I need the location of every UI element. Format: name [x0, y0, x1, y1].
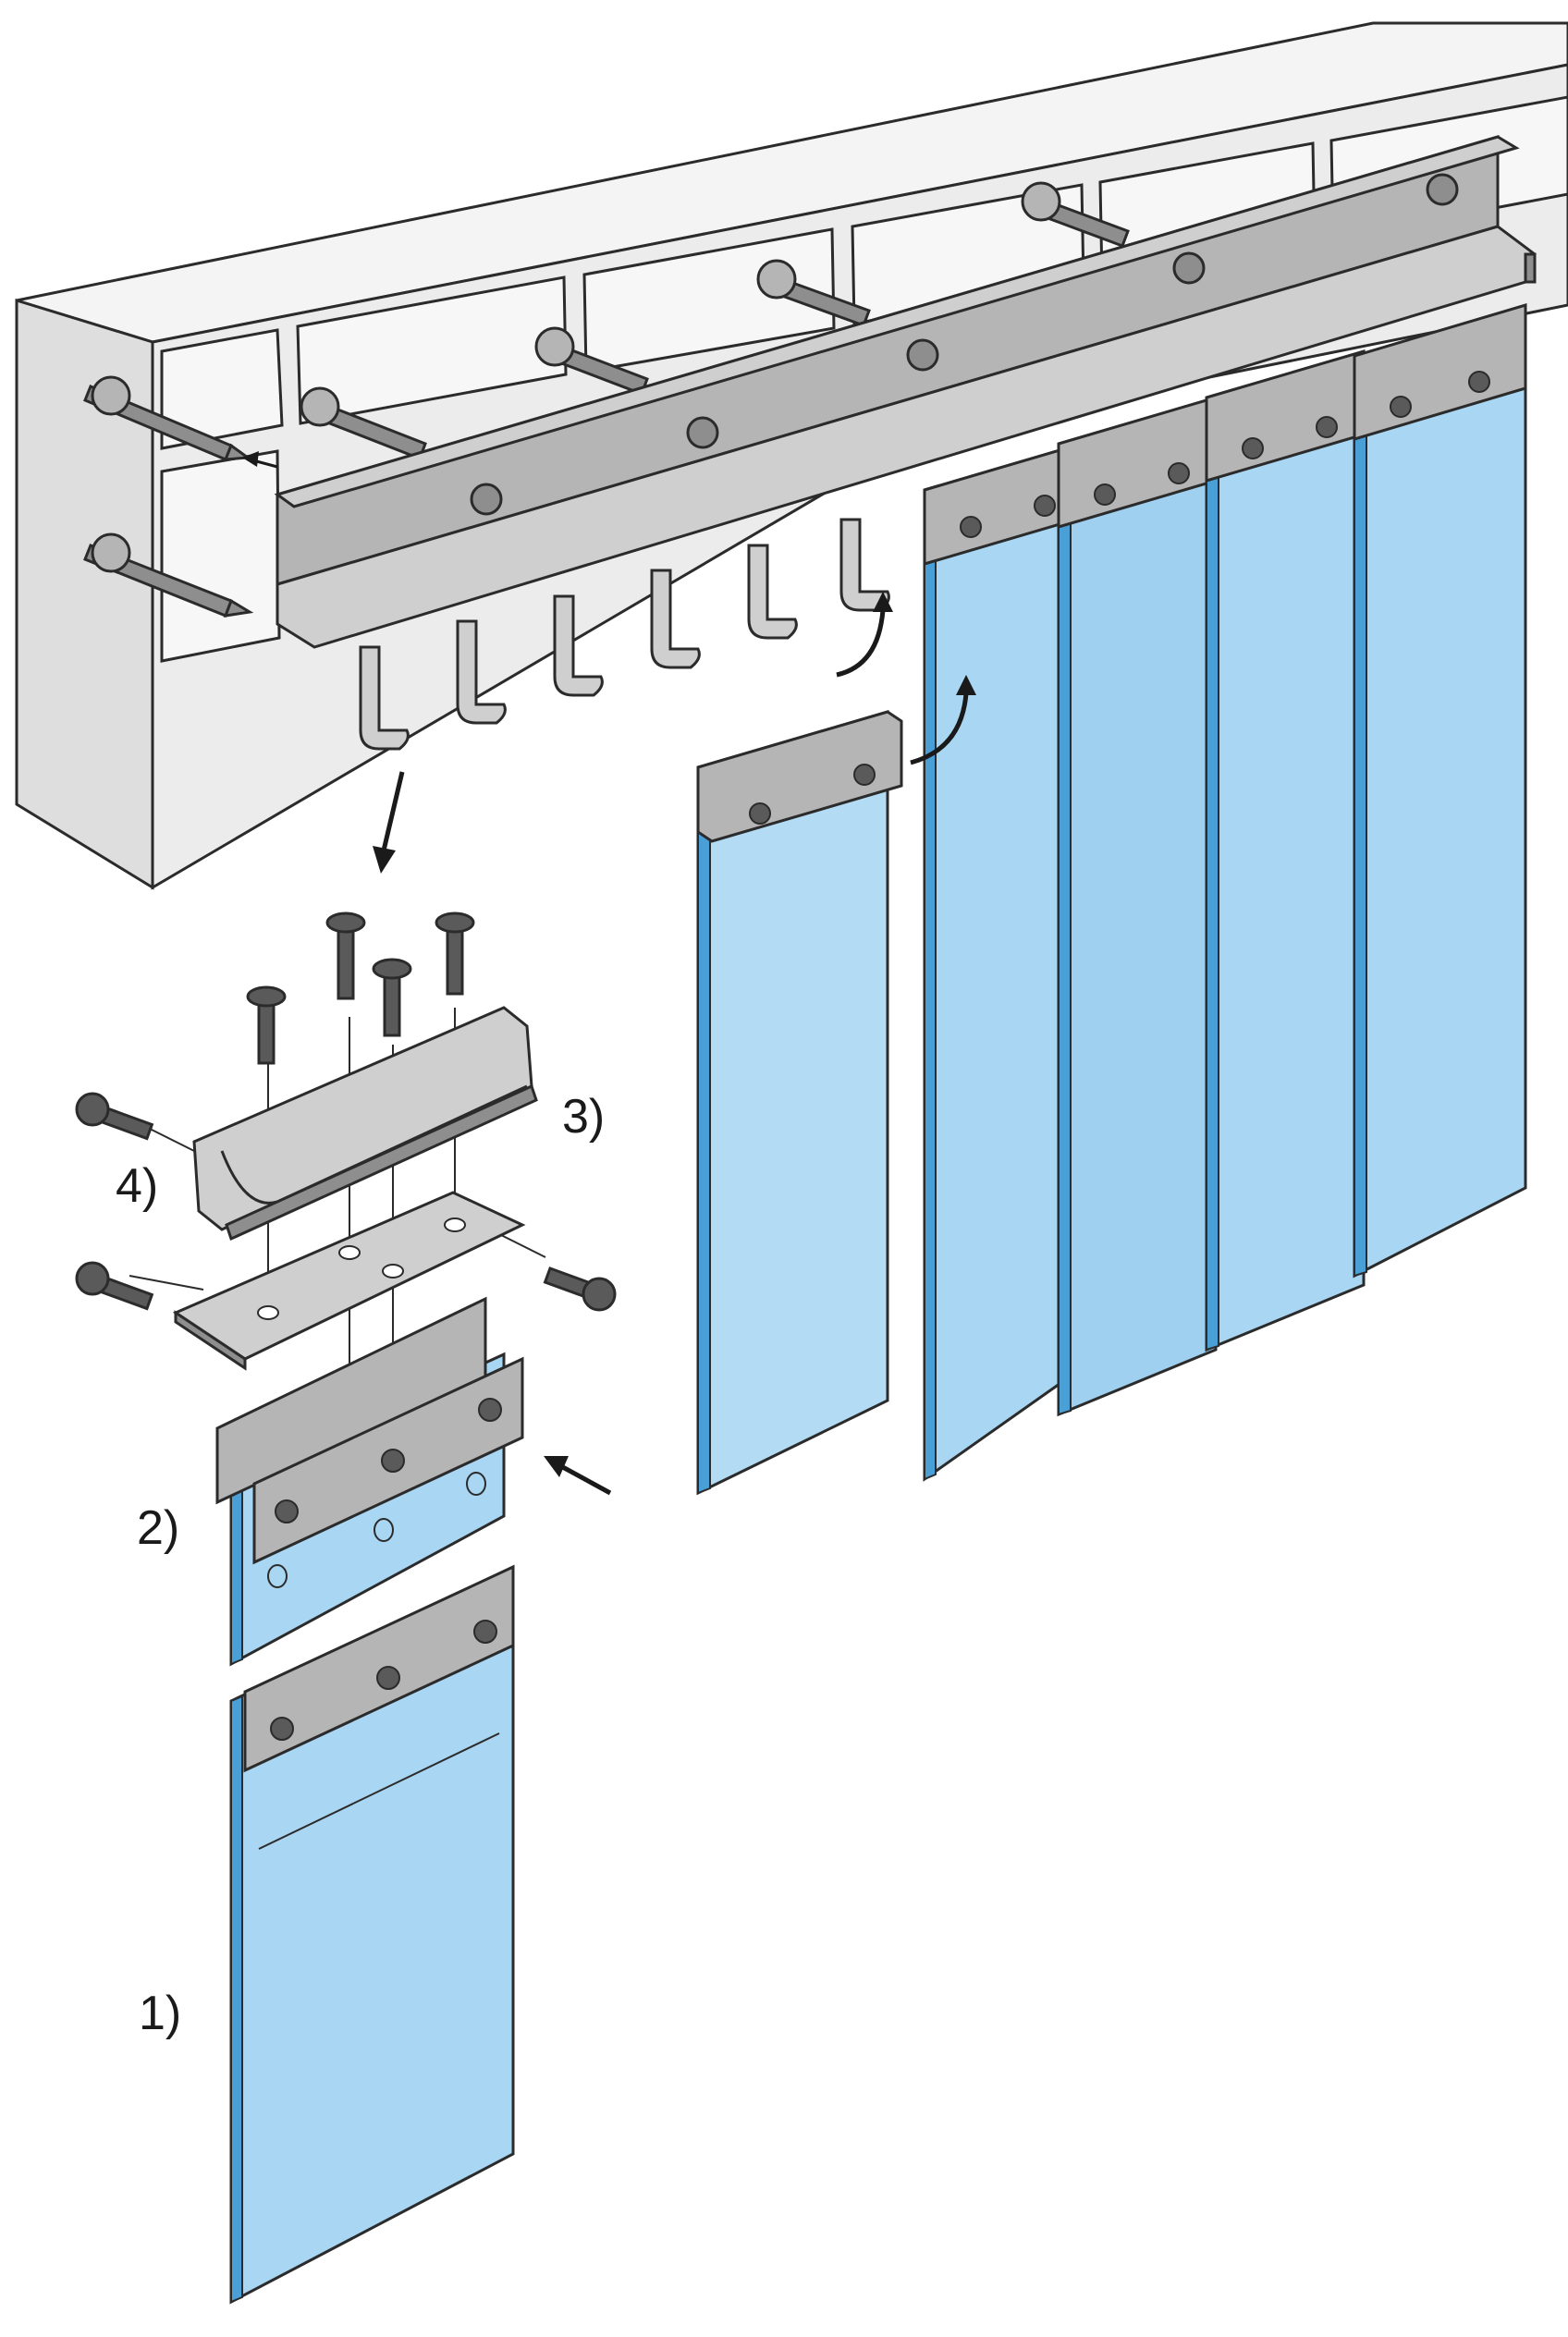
- screw-top-3: [372, 958, 412, 1037]
- installed-strips: [923, 302, 1527, 1482]
- pvc-strip-holder: [243, 1564, 515, 1773]
- clamp-plate: [172, 1191, 526, 1371]
- hang-arrow-2: [910, 692, 969, 765]
- anchor-direction-arrow: [242, 451, 278, 469]
- hang-arrow-1: [836, 609, 886, 678]
- screw-top-1: [246, 985, 287, 1065]
- strip-being-hung: [696, 709, 903, 1496]
- label-step-2: 2): [137, 1501, 179, 1555]
- rail-bolts: [470, 173, 1459, 516]
- clamp-profile: [192, 1006, 538, 1242]
- screw-side-2: [75, 1261, 154, 1311]
- step-labels: 1) 2) 3) 4): [116, 1090, 605, 2040]
- wall-anchor-bolts: [83, 181, 1130, 618]
- pvc-strip: [229, 1564, 515, 2305]
- assembly-screws: [75, 912, 617, 1312]
- label-step-3: 3): [562, 1090, 605, 1144]
- mounting-rail: [274, 134, 1537, 751]
- hang-arrows: [836, 592, 976, 765]
- screw-side-3: [543, 1266, 617, 1312]
- assembly-arrow-down: [373, 771, 405, 874]
- screw-side-1: [75, 1092, 154, 1141]
- installed-strip-2: [1057, 395, 1218, 1417]
- installed-strip-3: [1205, 349, 1366, 1352]
- screw-top-4: [435, 912, 475, 996]
- label-step-4: 4): [116, 1159, 158, 1213]
- wall-end: [15, 298, 154, 890]
- strip-with-holder: [215, 1296, 524, 1667]
- installed-strip-4: [1353, 302, 1527, 1279]
- anchor-bolt-2: [83, 532, 254, 618]
- anchor-bolt-1: [83, 375, 252, 461]
- label-step-1: 1): [139, 1987, 181, 2040]
- part2-arrow: [544, 1456, 612, 1496]
- screw-top-2: [325, 912, 366, 1000]
